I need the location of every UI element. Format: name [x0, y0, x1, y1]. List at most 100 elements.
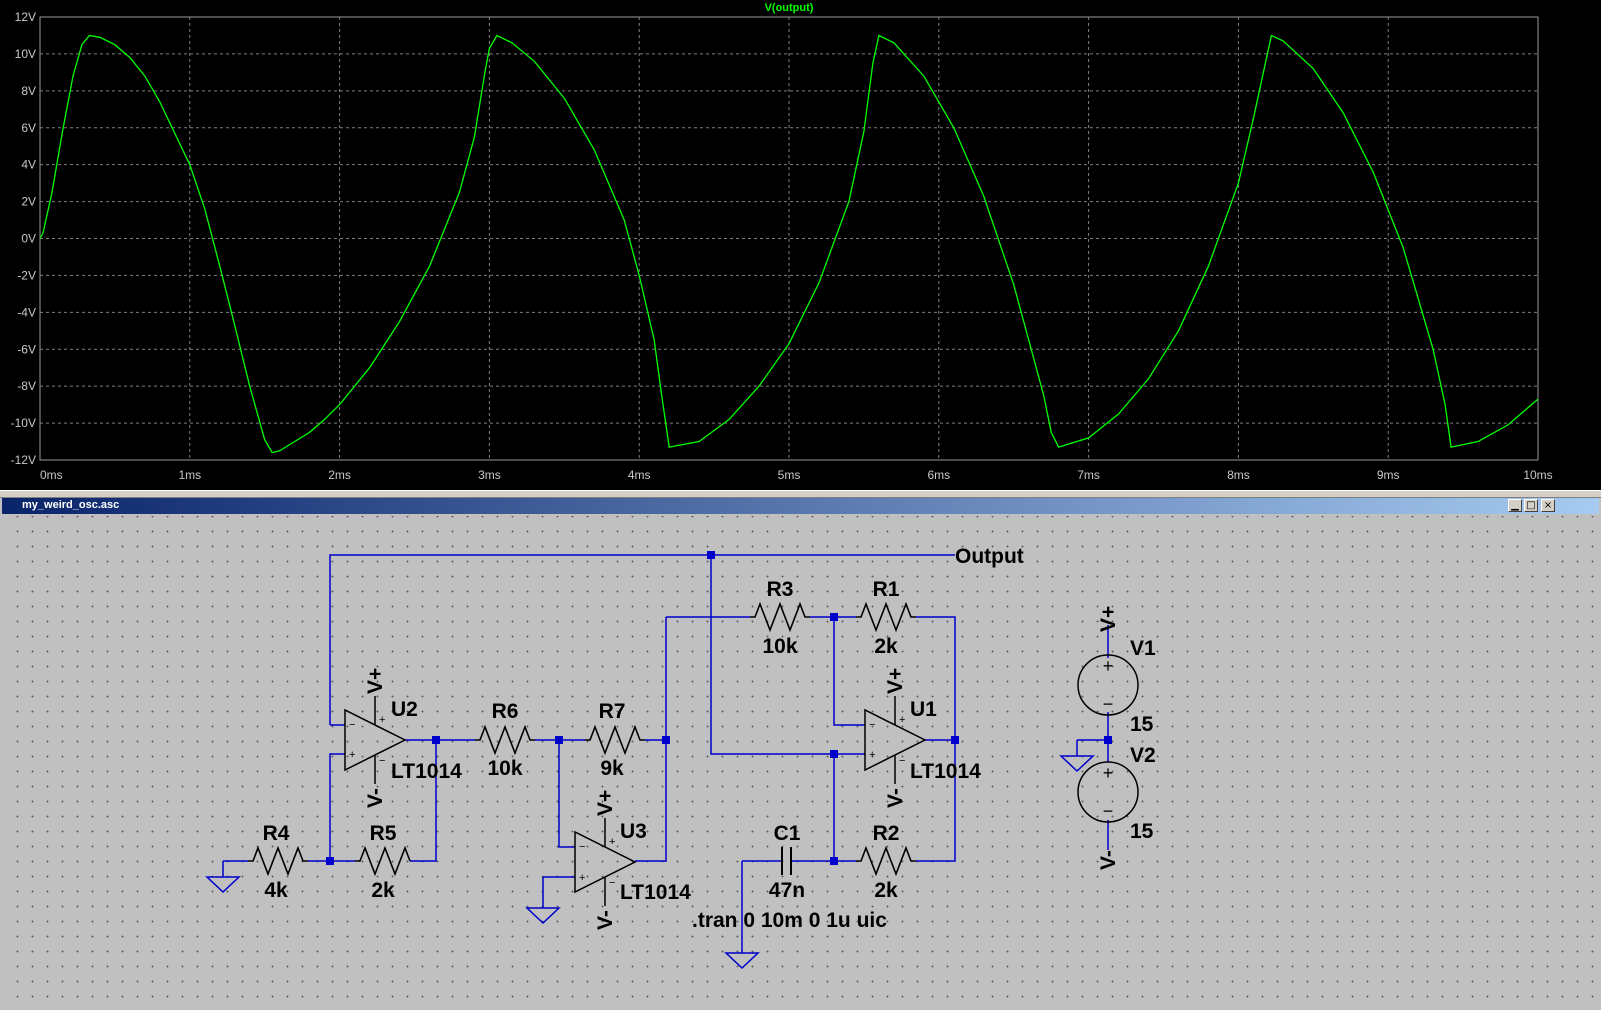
v2-value: 15 [1130, 820, 1154, 843]
c1-ref: C1 [774, 822, 801, 845]
voltage-sources[interactable] [1077, 654, 1139, 823]
c1-body[interactable] [781, 847, 792, 875]
wires [222, 554, 1109, 953]
y-tick-label: -8V [17, 379, 36, 393]
v2-plus-sign: + [1103, 763, 1114, 783]
u1-vminus-label: V- [884, 788, 907, 808]
pane-splitter[interactable] [0, 490, 1601, 498]
u3-noninv-sign: + [579, 872, 585, 884]
x-tick-label: 1ms [178, 468, 201, 482]
r2-ref: R2 [873, 822, 900, 845]
u3-vneg-sign: − [609, 877, 615, 889]
r7-ref: R7 [599, 700, 626, 723]
u2-vminus-label: V- [364, 788, 387, 808]
r1-ref: R1 [873, 578, 900, 601]
x-tick-label: 6ms [927, 468, 950, 482]
v1-value: 15 [1130, 713, 1154, 736]
u1-model: LT1014 [910, 760, 981, 783]
x-tick-label: 2ms [328, 468, 351, 482]
u2-model: LT1014 [391, 760, 462, 783]
trace-v-output[interactable] [39, 34, 1539, 454]
v2-ref: V2 [1130, 744, 1156, 767]
y-tick-label: 2V [21, 195, 36, 209]
r1-value: 2k [874, 635, 898, 658]
resistors[interactable] [248, 601, 916, 877]
r4-ref: R4 [263, 822, 290, 845]
r5-body [355, 845, 411, 877]
v1-net-label: V+ [1097, 606, 1120, 632]
r3-body [750, 601, 810, 633]
u1-vneg-sign: − [899, 755, 905, 767]
r3-value: 10k [762, 635, 797, 658]
u2-noninv-sign: + [349, 749, 355, 761]
u1-inv-sign: − [869, 719, 875, 731]
y-tick-label: 10V [15, 47, 36, 61]
schematic-window[interactable]: my_weird_osc.asc ▁ □ × [0, 498, 1601, 1005]
schematic-drawing[interactable]: − + + − − + + − − + + − + − + [4, 516, 1597, 1005]
trace-label[interactable]: V(output) [765, 2, 814, 14]
x-tick-label: 0ms [40, 468, 63, 482]
x-tick-label: 10ms [1523, 468, 1552, 482]
r6-ref: R6 [492, 700, 519, 723]
y-tick-label: 6V [21, 121, 36, 135]
v1-ref: V1 [1130, 637, 1156, 660]
maximize-button[interactable]: □ [1524, 499, 1538, 512]
x-tick-label: 5ms [778, 468, 801, 482]
u3-inv-sign: − [579, 841, 585, 853]
y-tick-label: -10V [11, 416, 36, 430]
x-tick-label: 8ms [1227, 468, 1250, 482]
y-tick-label: -12V [11, 453, 36, 467]
v1-body [1077, 654, 1139, 716]
r4-value: 4k [264, 879, 288, 902]
spice-directive[interactable]: .tran 0 10m 0 1u uic [692, 909, 887, 932]
r7-value: 9k [600, 757, 624, 780]
u3-ref: U3 [620, 820, 647, 843]
r6-body [475, 724, 535, 756]
y-tick-label: -2V [17, 268, 36, 282]
u2-inv-sign: − [349, 719, 355, 731]
y-tick-label: 0V [21, 232, 36, 246]
r2-body [856, 845, 916, 877]
v1-plus-sign: + [1103, 656, 1114, 676]
u1-vpos-sign: + [899, 714, 905, 726]
net-label-output[interactable]: Output [955, 545, 1024, 568]
y-tick-label: 12V [15, 10, 36, 24]
window-titlebar[interactable]: my_weird_osc.asc ▁ □ × [2, 498, 1599, 514]
v2-net-label: V- [1097, 850, 1120, 870]
u2-vplus-label: V+ [364, 668, 387, 694]
x-tick-label: 4ms [628, 468, 651, 482]
r6-value: 10k [487, 757, 522, 780]
y-tick-label: 8V [21, 84, 36, 98]
u1-ref: U1 [910, 698, 937, 721]
u1-noninv-sign: + [869, 749, 875, 761]
opamp-bodies[interactable] [344, 696, 927, 906]
junctions [326, 551, 1112, 865]
y-tick-label: -6V [17, 342, 36, 356]
y-tick-label: -4V [17, 305, 36, 319]
r3-ref: R3 [767, 578, 794, 601]
x-tick-label: 9ms [1377, 468, 1400, 482]
u3-model: LT1014 [620, 881, 691, 904]
u3-vpos-sign: + [609, 836, 615, 848]
minimize-button[interactable]: ▁ [1508, 499, 1522, 512]
u3-vminus-label: V- [594, 910, 617, 930]
r5-ref: R5 [370, 822, 397, 845]
r5-value: 2k [371, 879, 395, 902]
u2-vpos-sign: + [379, 714, 385, 726]
r1-body [856, 601, 916, 633]
u2-vneg-sign: − [379, 755, 385, 767]
schematic-canvas[interactable]: − + + − − + + − − + + − + − + [4, 516, 1597, 1005]
u1-vplus-label: V+ [884, 668, 907, 694]
y-tick-label: 4V [21, 158, 36, 172]
close-button[interactable]: × [1541, 499, 1555, 512]
v2-body [1077, 761, 1139, 823]
x-tick-label: 3ms [478, 468, 501, 482]
c1-value: 47n [769, 879, 805, 902]
u3-vplus-label: V+ [594, 790, 617, 816]
window-title: my_weird_osc.asc [22, 499, 120, 511]
r4-body [248, 845, 308, 877]
v1-minus-sign: − [1103, 694, 1114, 714]
r2-value: 2k [874, 879, 898, 902]
